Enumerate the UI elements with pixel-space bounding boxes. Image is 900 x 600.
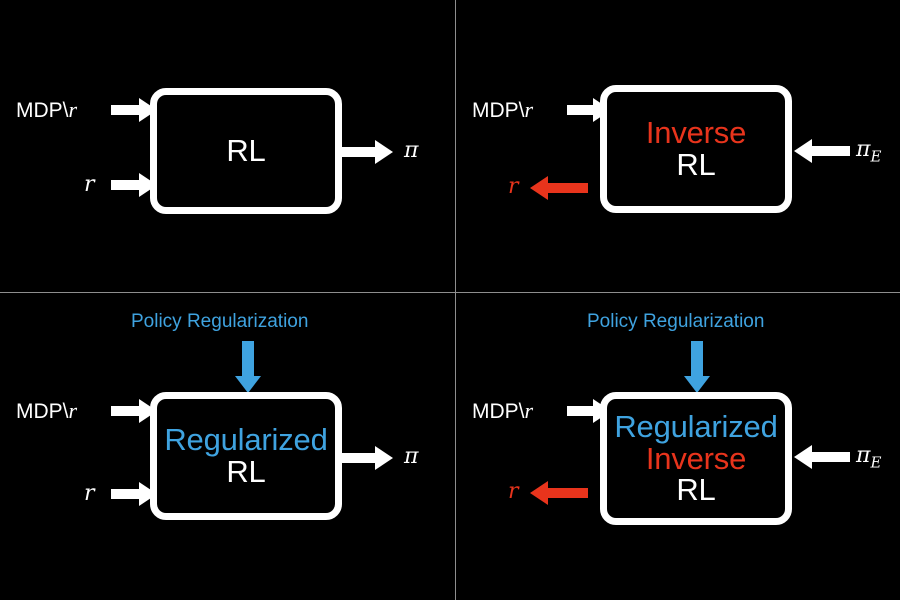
pi-subscript: E [870,147,882,166]
label-policy-output-rrl: π [404,444,419,469]
arrow-head [530,176,548,200]
arrow-shaft [111,406,141,416]
label-policy-regularization-rirl: Policy Regularization [587,311,765,332]
label-policy-output-rl: π [404,138,419,163]
block-regularized-inverse-rl[interactable]: Regularized Inverse RL [600,392,792,525]
arrow-head [375,140,393,164]
block-line-rl: RL [226,454,266,489]
label-mdp-minus-r-irl: MDP\r [472,97,534,122]
arrow-output-policy-rl [337,140,393,164]
arrow-head [375,446,393,470]
arrow-shaft [546,183,588,193]
arrow-input-expert-policy-irl [794,139,850,163]
arrow-shaft [337,453,377,463]
block-line-regularized: Regularized [164,422,328,458]
label-expert-policy-rirl: πE [856,445,881,470]
panel-regularized-rl: Policy Regularization MDP\r r Regularize… [0,293,455,600]
label-reward-output-irl: r [508,174,519,199]
mdp-italic-r: r [68,398,78,423]
block-line-inverse: Inverse [645,115,747,151]
arrow-shaft [111,489,141,499]
label-expert-policy-irl: πE [856,139,881,164]
arrow-policy-regularization-rirl [684,341,710,393]
label-policy-regularization-rrl: Policy Regularization [131,311,309,332]
block-line-rl: RL [676,472,716,508]
mdp-prefix-text: MDP\ [472,400,525,423]
pi-subscript: E [870,453,882,472]
arrow-shaft [567,105,595,115]
quadrant-divider-vertical [455,0,456,600]
block-inverse-rl[interactable]: Inverse RL [600,85,792,213]
mdp-italic-r: r [68,97,78,122]
arrow-head [235,376,261,393]
arrow-shaft [810,452,850,462]
block-line-regularized: Regularized [614,409,778,445]
arrow-shaft [111,105,141,115]
block-line-rl: RL [226,133,266,169]
arrow-head [530,481,548,505]
label-mdp-minus-r-rirl: MDP\r [472,398,534,423]
panel-rl: MDP\r r RL π [0,0,455,292]
block-line-inverse: Inverse [645,440,747,476]
quadrant-divider-horizontal [0,292,900,293]
block-regularized-rl[interactable]: Regularized RL [150,392,342,520]
arrow-output-reward-rirl [530,481,588,505]
arrow-shaft [111,180,141,190]
label-reward-input-rl: r [84,172,95,197]
arrow-shaft [810,146,850,156]
arrow-head [794,139,812,163]
panel-regularized-inverse-rl: Policy Regularization MDP\r Regularized … [456,293,900,600]
arrow-shaft [242,341,254,379]
arrow-shaft [691,341,703,379]
arrow-shaft [337,147,377,157]
label-reward-input-rrl: r [84,481,95,506]
arrow-input-expert-policy-rirl [794,445,850,469]
arrow-head [684,376,710,393]
arrow-output-policy-rrl [337,446,393,470]
pi-glyph: π [856,443,871,468]
arrow-policy-regularization-rrl [235,341,261,393]
arrow-shaft [546,488,588,498]
pi-glyph: π [856,137,871,162]
arrow-shaft [567,406,595,416]
mdp-italic-r: r [524,398,534,423]
mdp-prefix-text: MDP\ [16,400,69,423]
label-reward-output-rirl: r [508,479,519,504]
label-mdp-minus-r-rl: MDP\r [16,97,78,122]
mdp-italic-r: r [524,97,534,122]
block-line-rl: RL [676,147,716,182]
block-rl[interactable]: RL [150,88,342,214]
panel-inverse-rl: MDP\r Inverse RL r πE [456,0,900,292]
label-mdp-minus-r-rrl: MDP\r [16,398,78,423]
arrow-head [794,445,812,469]
mdp-prefix-text: MDP\ [472,99,525,122]
arrow-output-reward-irl [530,176,588,200]
mdp-prefix-text: MDP\ [16,99,69,122]
